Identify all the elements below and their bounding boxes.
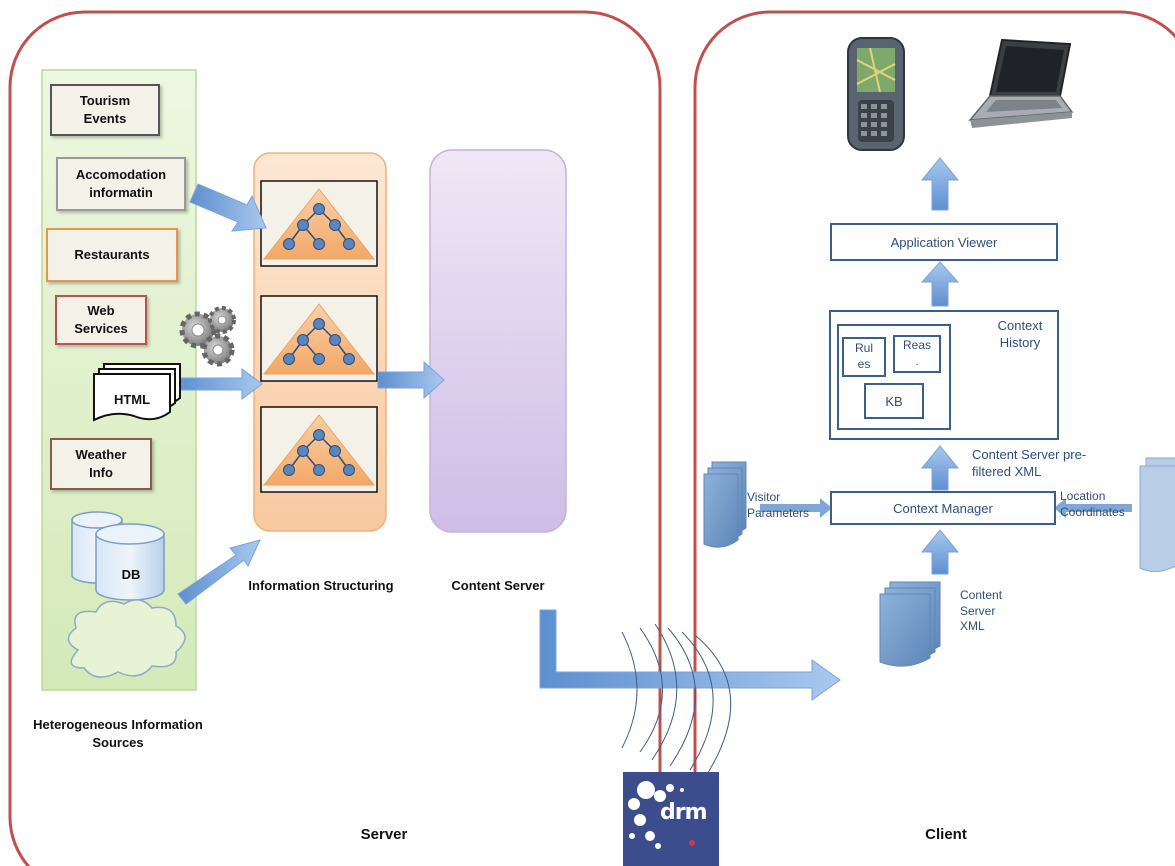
kb-box: KB [864, 383, 924, 419]
context-manager-box: Context Manager [830, 491, 1056, 525]
arrow-db [177, 539, 261, 605]
laptop-icon [968, 38, 1074, 128]
application-viewer-box: Application Viewer [830, 223, 1058, 261]
context-history-label: Context History [997, 318, 1043, 350]
tree-boxes [260, 180, 378, 493]
arrow-html [177, 368, 263, 400]
cloud-icon [67, 599, 186, 678]
html-label: HTML [113, 392, 151, 407]
location-coordinates-document-icon [1139, 457, 1175, 572]
structure-box [260, 406, 378, 493]
database-icon [71, 511, 165, 601]
accommodation-box: Accomodation informatin [56, 157, 186, 211]
structuring-label: Information Structuring [248, 578, 394, 593]
tourism-events-box: Tourism Events [50, 84, 160, 136]
content-server-xml-document-icon [879, 581, 941, 667]
arrow-structuring-to-server [377, 360, 445, 400]
html-document-icon [93, 363, 181, 422]
arrow-up-to-devices [920, 157, 960, 211]
arrow-visitor-to-manager [760, 498, 832, 518]
arrow-accommodation [189, 183, 267, 232]
server-label: Server [360, 826, 408, 843]
content-server-label: Content Server [451, 578, 545, 593]
structure-box [260, 180, 378, 267]
sources-title: Heterogeneous Information Sources [33, 717, 203, 751]
content-server-column [429, 149, 567, 533]
web-services-box: Web Services [55, 295, 147, 345]
arrow-server-to-client [539, 609, 841, 701]
arrow-location-to-manager [1054, 498, 1132, 518]
prefiltered-xml-label: Content Server pre- filtered XML [972, 447, 1087, 479]
gears-icon [179, 306, 236, 367]
db-label: DB [121, 567, 141, 582]
location-coordinates-label: Location Coordinates [1060, 489, 1125, 519]
client-label: Client [925, 826, 967, 843]
content-server-xml-label: Content Server XML [960, 588, 1003, 634]
drm-logo-text: DRM [660, 800, 708, 825]
restaurants-box: Restaurants [46, 228, 178, 282]
arrow-up-to-reasoning [920, 445, 960, 491]
wireless-signal-icon [621, 623, 732, 777]
rules-box: Rul es [842, 337, 886, 377]
arrow-up-to-context-manager [920, 529, 960, 575]
structure-box [260, 295, 378, 382]
weather-info-box: Weather Info [50, 438, 152, 490]
visitor-parameters-document-icon [703, 461, 747, 548]
smartphone-icon [847, 37, 905, 151]
visitor-parameters-label: Visitor Parameters [747, 490, 810, 520]
arrow-up-to-viewer [920, 261, 960, 307]
reasoner-box: Reas . [893, 335, 941, 373]
